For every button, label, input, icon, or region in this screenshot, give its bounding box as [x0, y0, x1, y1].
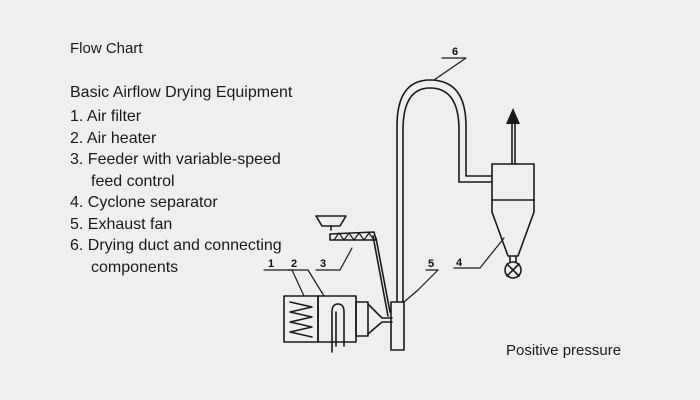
item-text: Drying duct and connecting	[87, 237, 282, 254]
page-title: Flow Chart	[70, 40, 143, 57]
air-heater	[317, 295, 369, 353]
exhaust-arrow-icon	[506, 108, 520, 124]
item-number: 5.	[70, 215, 84, 233]
list-item-continuation: feed control	[91, 172, 175, 190]
drying-duct	[396, 79, 493, 303]
label-6: 6	[452, 46, 458, 58]
label-2: 2	[291, 258, 297, 270]
item-number: 2.	[70, 129, 84, 147]
list-item: 5. Exhaust fan	[70, 214, 282, 236]
cyclone-separator	[491, 121, 535, 279]
feeder	[315, 215, 391, 317]
item-number: 1.	[70, 108, 84, 125]
item-text: Air filter	[86, 108, 142, 125]
list-item: 1. Air filter	[70, 106, 282, 128]
item-number: 4.	[70, 194, 84, 211]
item-text: Feeder with variable-speed	[87, 151, 281, 168]
list-item: 2. Air heater	[70, 128, 282, 150]
leader-lines	[263, 57, 505, 303]
list-item-continuation: components	[91, 258, 179, 276]
heater-outlet-cone	[367, 303, 393, 319]
exhaust-fan	[390, 301, 405, 351]
item-number: 6.	[70, 237, 84, 254]
air-filter	[283, 295, 319, 343]
list-item: 3. Feeder with variable-speed	[70, 149, 282, 171]
label-1: 1	[268, 258, 274, 270]
label-5: 5	[428, 258, 434, 270]
item-text: Exhaust fan	[87, 215, 173, 233]
pressure-note: Positive pressure	[506, 342, 622, 359]
label-3: 3	[320, 258, 326, 270]
list-item: 4. Cyclone separator	[70, 192, 282, 214]
item-text: Air heater	[86, 129, 157, 147]
item-number: 3.	[70, 151, 84, 168]
equipment-heading: Basic Airflow Drying Equipment	[70, 84, 293, 101]
label-4: 4	[456, 257, 463, 269]
component-list: 1. Air filter 2. Air heater 3. Feeder wi…	[70, 106, 282, 278]
item-text: Cyclone separator	[87, 194, 218, 211]
list-item: 6. Drying duct and connecting	[70, 235, 282, 257]
